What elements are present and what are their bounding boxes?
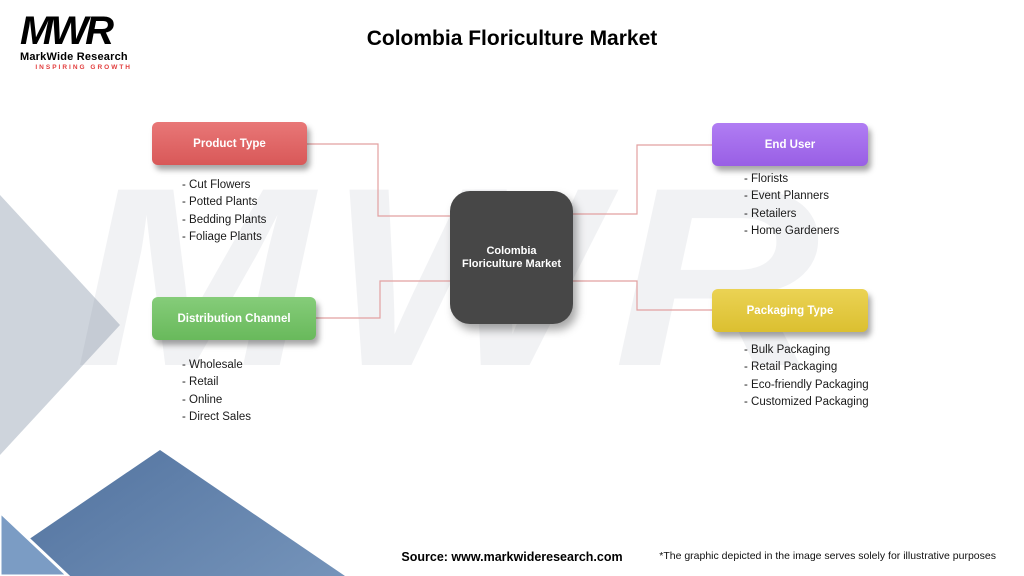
category-box-packaging-type: Packaging Type: [712, 289, 868, 332]
list-item: - Retail: [182, 376, 219, 389]
category-box-product-type: Product Type: [152, 122, 307, 165]
connector-end-user: [573, 144, 712, 215]
list-item: - Home Gardeners: [744, 225, 840, 238]
logo-mwr-mark: MWR: [20, 9, 114, 53]
category-box-distribution-channel: Distribution Channel: [152, 297, 316, 340]
list-item: - Wholesale: [182, 359, 243, 371]
list-item: - Foliage Plants: [182, 231, 262, 244]
list-item: - Online: [182, 393, 223, 406]
center-node-market: Colombia Floriculture Market: [450, 191, 573, 324]
category-list-distribution-channel: - Wholesale - Retail - Online - Direct S…: [182, 357, 251, 427]
category-label-distribution-channel: Distribution Channel: [177, 312, 291, 325]
category-list-end-user: - Florists - Event Planners - Retailers …: [744, 171, 839, 241]
category-list-product-type: - Cut Flowers - Potted Plants - Bedding …: [182, 177, 266, 247]
page-title: Colombia Floriculture Market: [366, 27, 658, 50]
category-list-packaging-type: - Bulk Packaging - Retail Packaging - Ec…: [744, 342, 869, 412]
list-item: - Florists: [744, 173, 789, 185]
category-box-end-user: End User: [712, 123, 868, 166]
markwide-research-logo: MWR MarkWide Research Inspiring Growth: [20, 9, 132, 71]
list-item: - Retailers: [744, 207, 797, 220]
list-item: - Retail Packaging: [744, 361, 838, 374]
list-item: - Cut Flowers: [182, 179, 251, 191]
connector-product-type: [307, 143, 450, 217]
list-item: - Bedding Plants: [182, 213, 267, 226]
list-item: - Bulk Packaging: [744, 344, 831, 356]
list-item: - Direct Sales: [182, 411, 252, 424]
blue-diamond-shape: [0, 450, 345, 576]
logo-tagline: Inspiring Growth: [35, 64, 132, 71]
gray-diamond-shape: [0, 195, 120, 455]
category-label-end-user: End User: [764, 138, 816, 151]
list-item: - Event Planners: [744, 190, 830, 203]
logo-company-name: MarkWide Research: [20, 51, 128, 63]
category-label-packaging-type: Packaging Type: [746, 304, 834, 317]
source-url-text: Source: www.markwideresearch.com: [401, 550, 623, 564]
disclaimer-text: *The graphic depicted in the image serve…: [659, 550, 996, 562]
center-node-line2: Floriculture Market: [461, 257, 562, 270]
connector-distribution-channel: [316, 280, 450, 319]
list-item: - Potted Plants: [182, 196, 258, 209]
connector-packaging-type: [573, 280, 712, 311]
list-item: - Customized Packaging: [744, 396, 869, 409]
corner-blue-shape: [0, 509, 71, 576]
list-item: - Eco-friendly Packaging: [744, 378, 869, 391]
category-label-product-type: Product Type: [193, 137, 266, 150]
watermark-logo: MWR: [75, 150, 836, 405]
center-node-line1: Colombia: [486, 244, 537, 257]
